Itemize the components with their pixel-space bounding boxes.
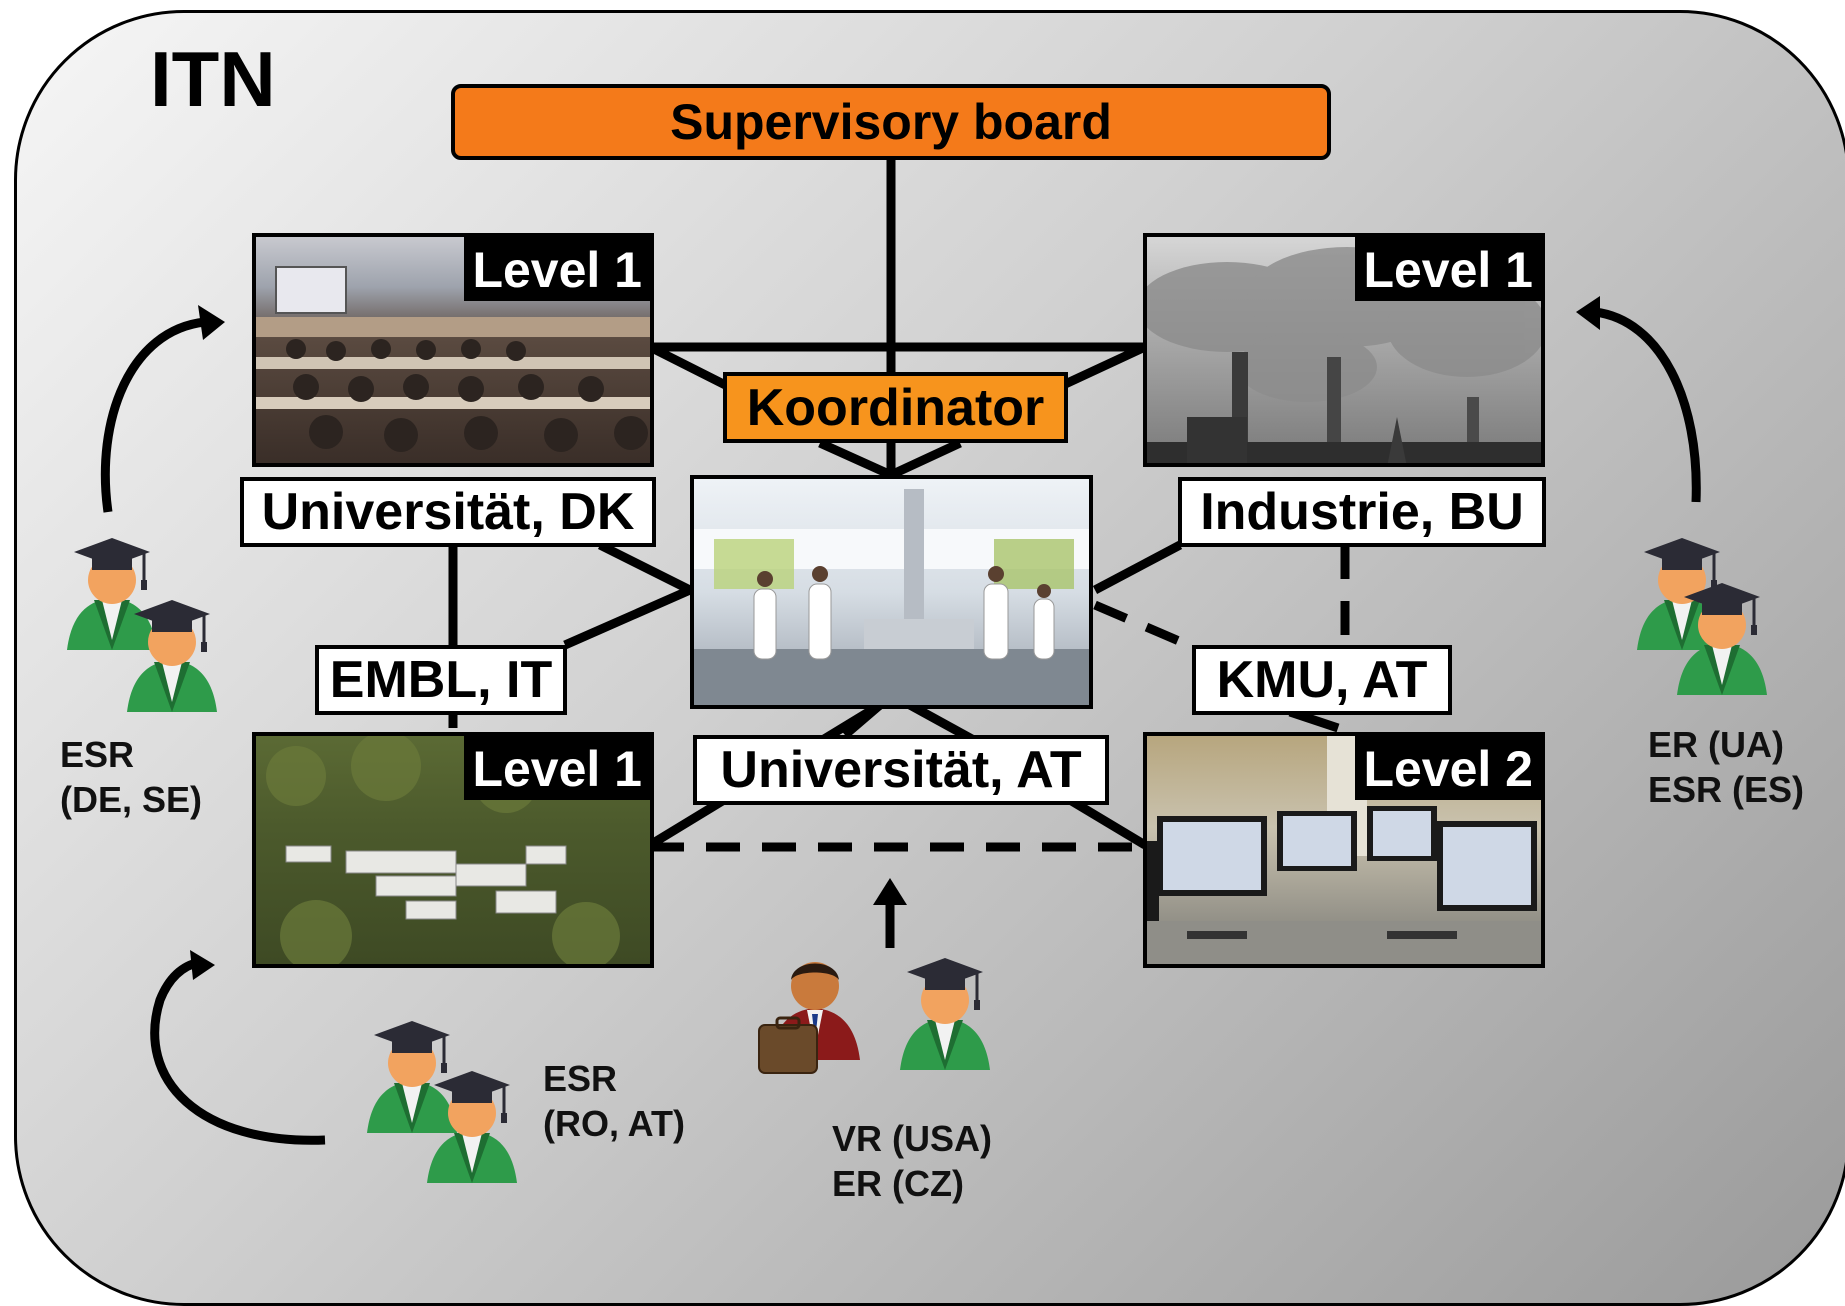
laboratory-photo (690, 475, 1093, 709)
graduate-icon (65, 536, 219, 714)
node-universitaet-dk: Universität, DK (240, 477, 656, 547)
researchers-right-label: ER (UA) ESR (ES) (1648, 724, 1805, 810)
network-connections (100, 160, 1701, 1145)
graduate-icon (898, 956, 992, 1072)
graduate-icon (365, 1019, 519, 1185)
researchers-bottom-center-label: VR (USA) ER (CZ) (832, 1118, 992, 1204)
level-badge: Level 1 (464, 736, 650, 800)
computer-room-photo: Level 2 (1143, 732, 1545, 968)
node-universitaet-at: Universität, AT (693, 735, 1109, 805)
level-badge: Level 1 (464, 237, 650, 301)
coordinator-box: Koordinator (723, 372, 1068, 443)
industry-photo: Level 1 (1143, 233, 1545, 467)
researchers-left-label: ESR (DE, SE) (60, 734, 203, 820)
node-embl-it: EMBL, IT (315, 645, 567, 715)
node-kmu-at: KMU, AT (1192, 645, 1452, 715)
itn-title: ITN (150, 35, 276, 123)
node-industrie-bu: Industrie, BU (1178, 477, 1546, 547)
level-badge: Level 1 (1355, 237, 1541, 301)
supervisory-board: Supervisory board (451, 84, 1331, 160)
graduate-icon (1635, 536, 1769, 697)
lecture-hall-photo: Level 1 (252, 233, 654, 467)
campus-photo: Level 1 (252, 732, 654, 968)
businessman-icon (758, 962, 860, 1074)
level-badge: Level 2 (1355, 736, 1541, 800)
researchers-bottom-left-label: ESR (RO, AT) (543, 1058, 685, 1144)
